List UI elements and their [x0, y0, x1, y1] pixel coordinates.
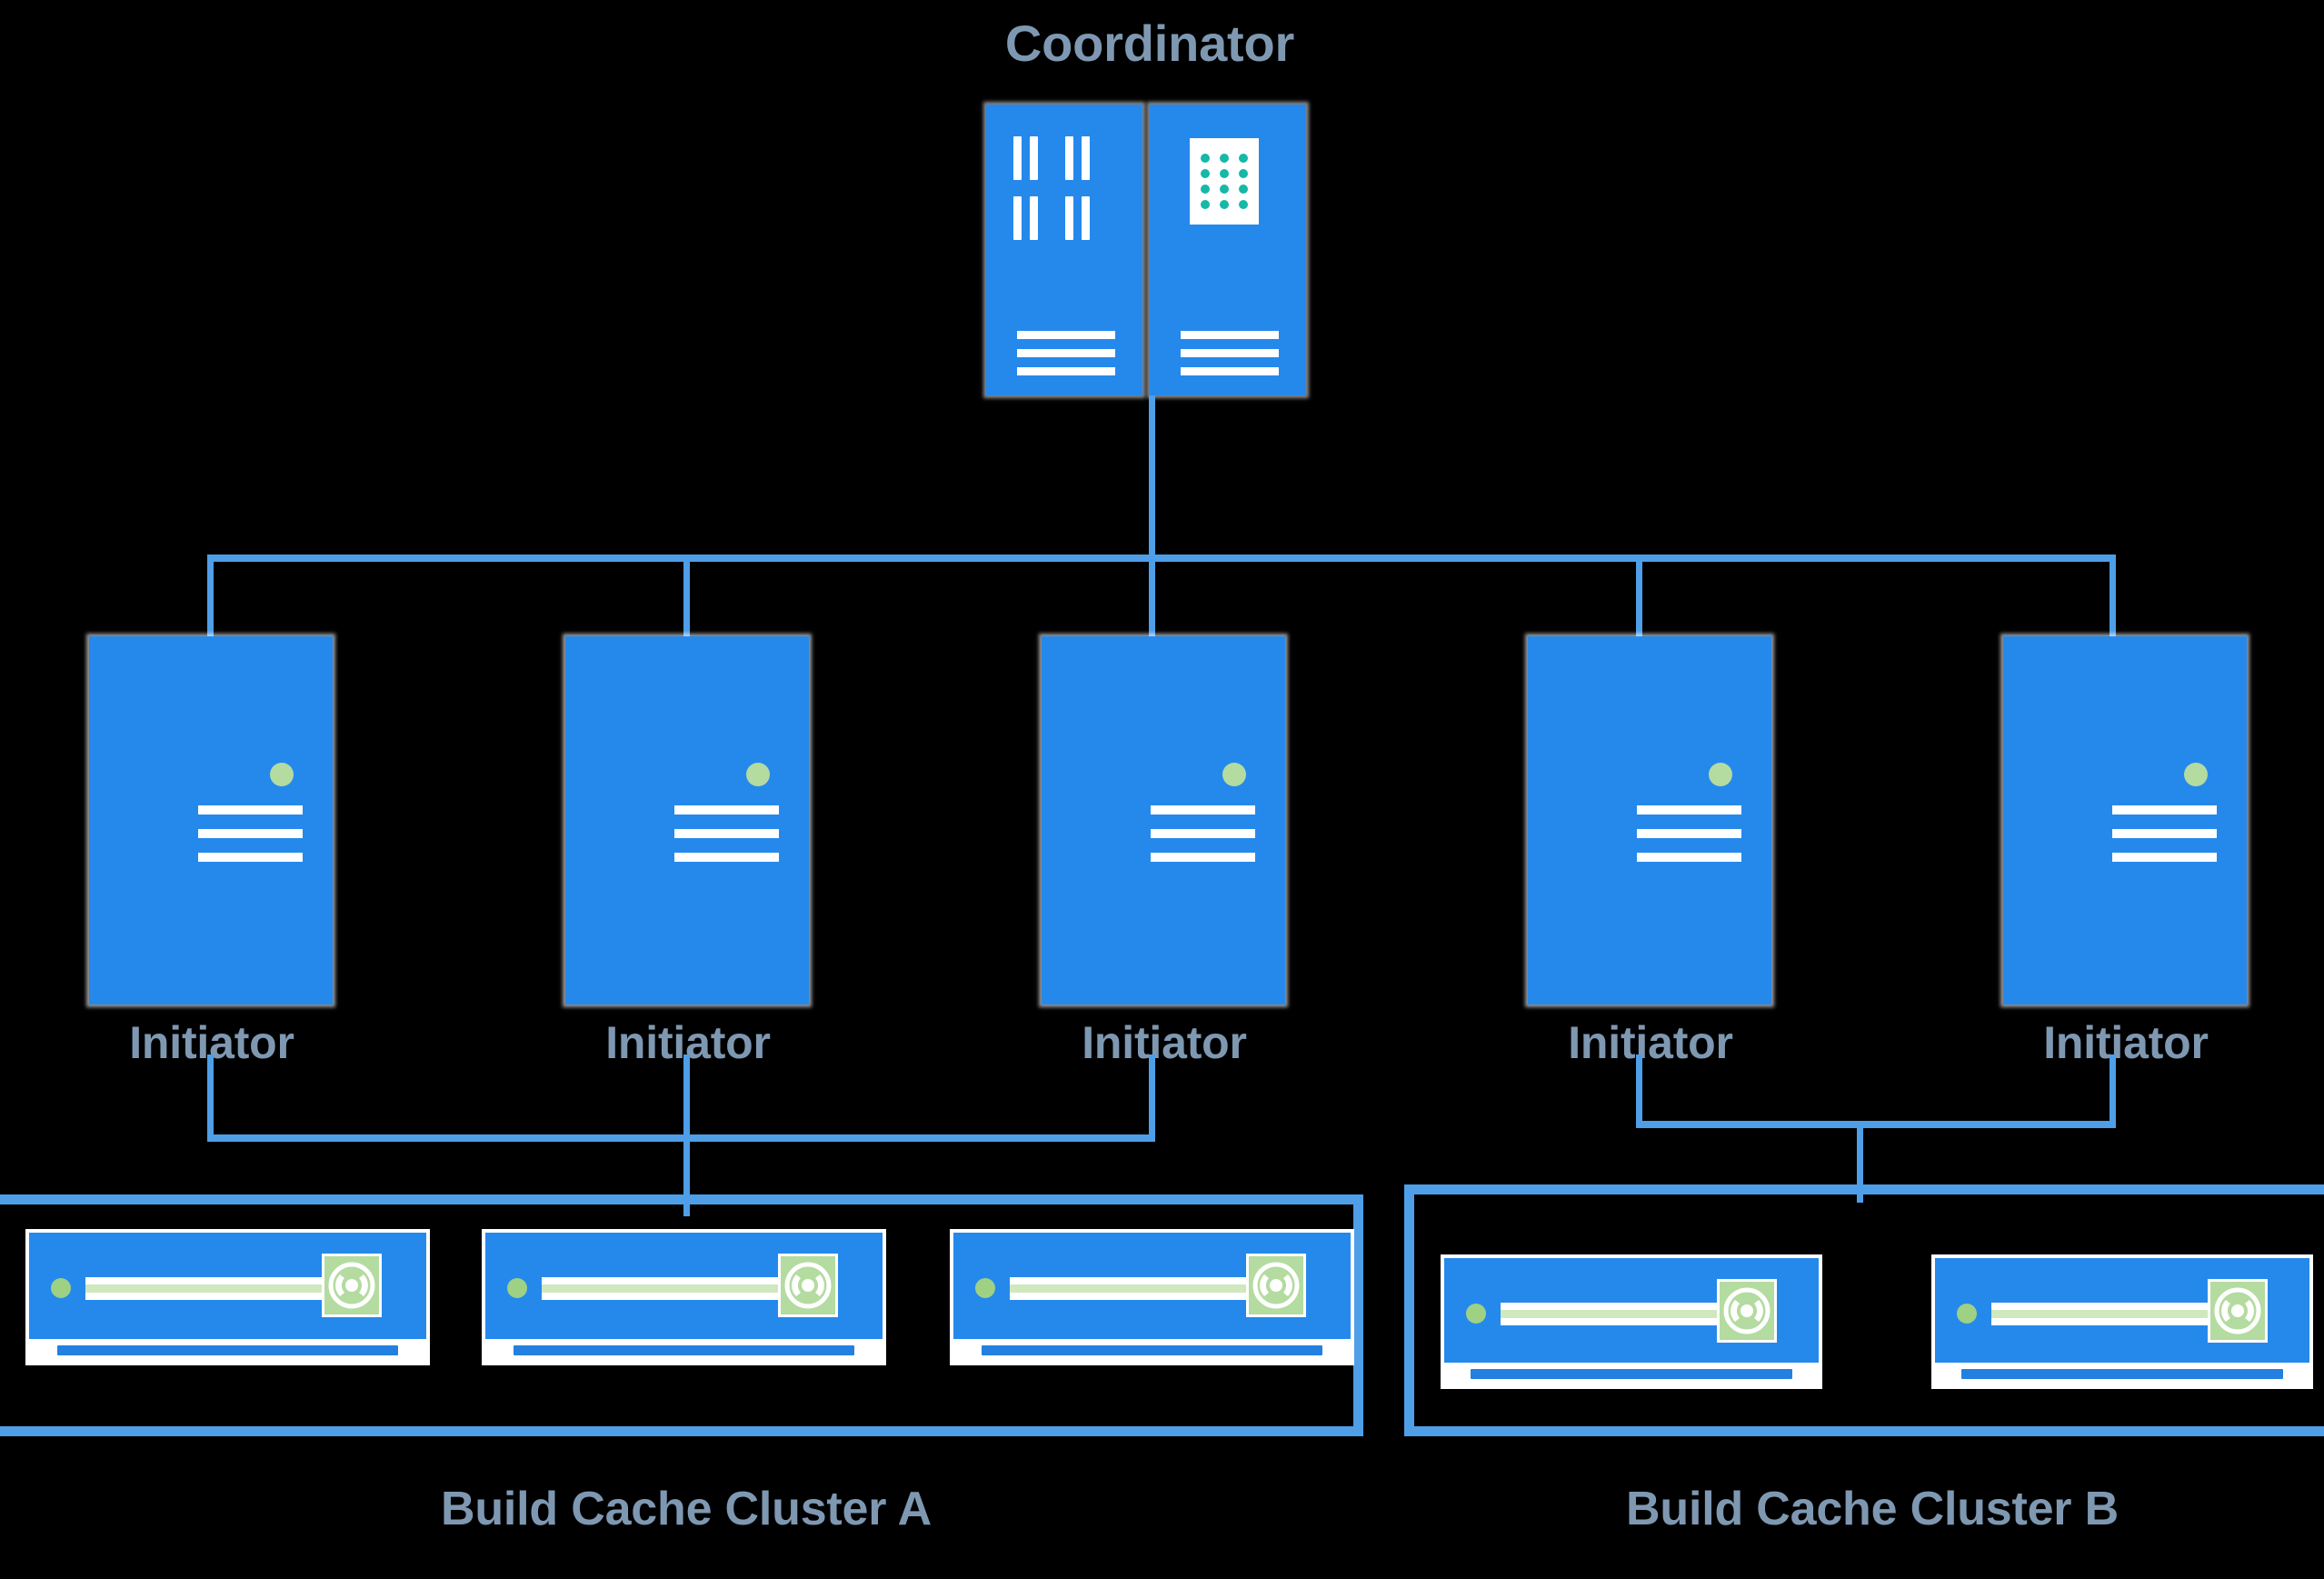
connector-initiator1-down [207, 1054, 214, 1141]
status-led-icon [1222, 763, 1246, 786]
cache-node-a1[interactable] [25, 1229, 430, 1365]
status-led-icon [507, 1278, 527, 1298]
bar-glyph [1013, 136, 1022, 180]
connector-coordinator-drop [1149, 395, 1155, 559]
connector-initiator5-down [2110, 1054, 2116, 1127]
connector-drop-initiator-5 [2110, 555, 2116, 645]
server-lines-icon [674, 805, 779, 862]
connector-drop-initiator-2 [683, 555, 690, 645]
initiator-label-4: Initiator [1568, 1017, 1733, 1068]
server-lines-icon [2112, 805, 2217, 862]
cache-node-stand [485, 1339, 883, 1361]
status-led-icon [1709, 763, 1732, 786]
initiator-server-1[interactable] [89, 636, 333, 1004]
connector-cluster-b-bus [1636, 1121, 2116, 1128]
disk-platter-icon [1246, 1254, 1306, 1317]
bar-grid-icon [1013, 136, 1090, 240]
coordinator-server[interactable] [986, 105, 1306, 395]
cache-node-b1[interactable] [1441, 1254, 1822, 1389]
build-cache-cluster-a-box [0, 1194, 1363, 1436]
bar-glyph [1082, 136, 1090, 180]
cache-node-stand [1935, 1363, 2309, 1384]
cache-node-stand [29, 1339, 426, 1361]
initiator-label-3: Initiator [1082, 1017, 1247, 1068]
connector-initiator2-down [683, 1054, 690, 1141]
bar-glyph [1030, 196, 1038, 240]
disk-platter-icon [1717, 1279, 1777, 1343]
connector-initiator-bus [207, 555, 2116, 562]
cache-node-stand [1444, 1363, 1819, 1384]
status-led-icon [1466, 1304, 1486, 1324]
cache-node-b2[interactable] [1931, 1254, 2313, 1389]
initiator-server-2[interactable] [565, 636, 809, 1004]
initiator-server-5[interactable] [2003, 636, 2247, 1004]
connector-cluster-a-drop [683, 1134, 690, 1216]
connector-drop-initiator-3 [1149, 555, 1155, 645]
drive-slot-bar [1501, 1303, 1728, 1325]
drive-slot-bar [1010, 1277, 1251, 1300]
connector-drop-initiator-4 [1636, 555, 1642, 645]
stack-lines-right [1181, 331, 1279, 375]
status-led-icon [270, 763, 294, 786]
stack-lines-left [1017, 331, 1115, 375]
coordinator-tower-left [986, 105, 1142, 395]
initiator-server-3[interactable] [1042, 636, 1285, 1004]
build-cache-cluster-a-label: Build Cache Cluster A [441, 1483, 932, 1535]
coordinator-label: Coordinator [1004, 15, 1295, 72]
drive-slot-bar [85, 1277, 326, 1300]
status-led-icon [2184, 763, 2208, 786]
coordinator-tower-right [1150, 105, 1306, 395]
connector-cluster-a-bus [207, 1134, 1155, 1142]
bar-glyph [1065, 196, 1073, 240]
cache-node-stand [953, 1339, 1351, 1361]
dot-matrix-icon [1190, 138, 1259, 225]
drive-slot-bar [542, 1277, 783, 1300]
disk-platter-icon [2208, 1279, 2268, 1343]
connector-cluster-b-drop [1857, 1121, 1863, 1203]
cache-node-a3[interactable] [950, 1229, 1354, 1365]
connector-initiator4-down [1636, 1054, 1642, 1127]
cache-node-a2[interactable] [482, 1229, 886, 1365]
server-lines-icon [1637, 805, 1741, 862]
status-led-icon [975, 1278, 995, 1298]
disk-platter-icon [322, 1254, 382, 1317]
disk-platter-icon [778, 1254, 838, 1317]
drive-slot-bar [1991, 1303, 2219, 1325]
bar-glyph [1082, 196, 1090, 240]
initiator-label-5: Initiator [2043, 1017, 2209, 1068]
server-lines-icon [198, 805, 303, 862]
bar-glyph [1065, 136, 1073, 180]
connector-initiator3-down [1149, 1054, 1155, 1141]
initiator-server-4[interactable] [1528, 636, 1771, 1004]
server-lines-icon [1151, 805, 1255, 862]
connector-drop-initiator-1 [207, 555, 214, 645]
status-led-icon [51, 1278, 71, 1298]
bar-glyph [1013, 196, 1022, 240]
status-led-icon [1957, 1304, 1977, 1324]
build-cache-cluster-b-label: Build Cache Cluster B [1626, 1483, 2119, 1535]
build-cache-cluster-b-box [1404, 1184, 2324, 1436]
bar-glyph [1030, 136, 1038, 180]
status-led-icon [746, 763, 770, 786]
